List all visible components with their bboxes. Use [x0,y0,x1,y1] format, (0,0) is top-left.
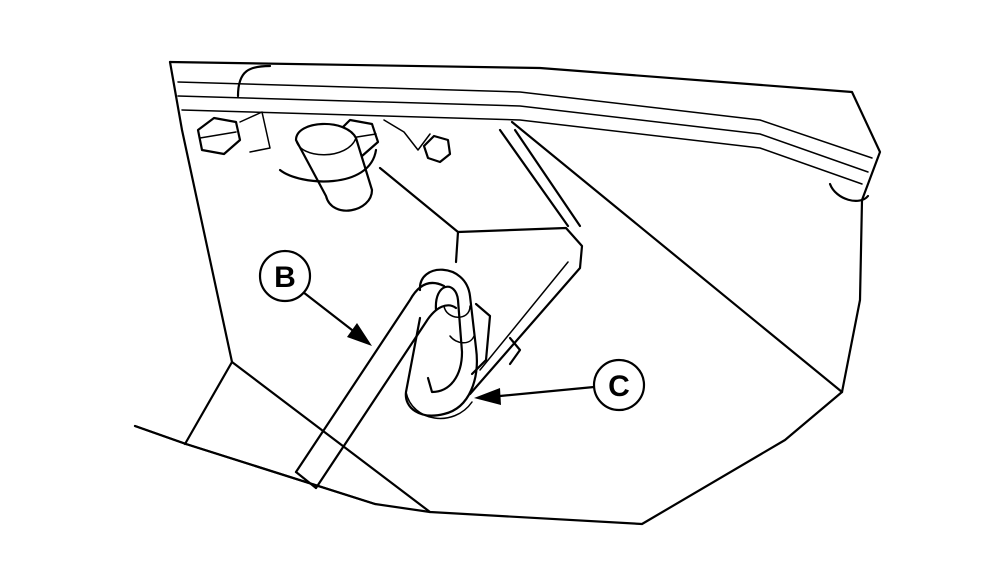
bolt-right [383,119,452,164]
callout-b-circle [258,249,312,303]
bolt-left [196,111,271,156]
callout-c-arrowhead [474,388,501,405]
callout-b: B [258,249,372,346]
housing-outline [133,60,882,526]
rod [294,281,458,490]
bracket-plate [378,128,584,396]
callout-c-label: C [608,370,630,403]
callout-b-arrowhead [347,323,372,346]
cylinder-plug [278,122,378,212]
callout-b-label: B [274,261,296,294]
callout-c: C [474,358,646,412]
hook-clip [404,268,522,420]
callout-c-circle [592,358,646,412]
